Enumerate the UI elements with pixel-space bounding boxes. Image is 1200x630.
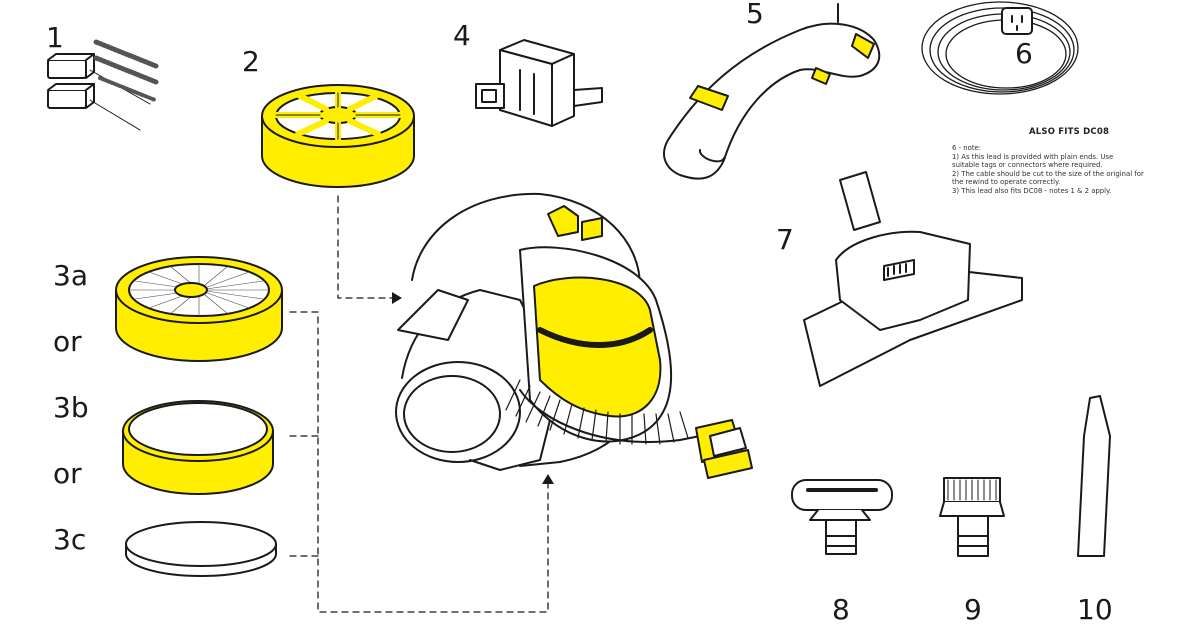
power-cable-part [921, 1, 1079, 95]
note-line: 3) This lead also fits DC08 - notes 1 & … [952, 186, 1112, 195]
or-label-2: or [53, 457, 82, 490]
part-number-5: 5 [746, 0, 764, 30]
or-label-1: or [53, 325, 82, 358]
filter-3b-part [122, 400, 274, 495]
part-number-3a: 3a [53, 259, 88, 292]
part-number-3c: 3c [53, 523, 87, 556]
part-number-3b: 3b [53, 391, 89, 424]
hose-handle-part [663, 3, 881, 180]
pre-filter-part [261, 84, 415, 188]
crevice-tool-part [1077, 395, 1111, 557]
part-number-4: 4 [453, 19, 471, 52]
cable-notes: 6 - note: 1) As this lead is provided wi… [952, 144, 1172, 196]
note-line: 2) The cable should be cut to the size o… [952, 169, 1144, 178]
mattress-tool-part [791, 479, 893, 555]
switch-part [475, 39, 603, 127]
part-number-10: 10 [1077, 593, 1113, 626]
filter-3c-part [125, 521, 277, 577]
also-fits-title: ALSO FITS DC08 [1029, 127, 1110, 137]
part-number-6: 6 [1015, 37, 1033, 70]
carbon-brushes-part [47, 39, 159, 131]
dashed-arrows [289, 195, 549, 613]
part-number-8: 8 [832, 593, 850, 626]
arrow-head-body [542, 474, 554, 484]
vacuum-cleaner-body [395, 192, 753, 479]
arrow-head-filter [392, 292, 402, 304]
notes-heading: 6 - note: [952, 144, 982, 152]
note-line: the rewind to operate correctly. [952, 178, 1061, 187]
dusting-brush-part [939, 477, 1005, 557]
part-number-1: 1 [46, 21, 64, 54]
part-number-2: 2 [242, 45, 260, 78]
note-line: 1) As this lead is provided with plain e… [952, 152, 1114, 161]
part-number-9: 9 [964, 593, 982, 626]
filter-3a-part [115, 256, 283, 362]
floor-tool-part [803, 171, 1023, 387]
note-line: suitable tags or connectors where requir… [952, 161, 1103, 170]
part-number-7: 7 [776, 223, 794, 256]
